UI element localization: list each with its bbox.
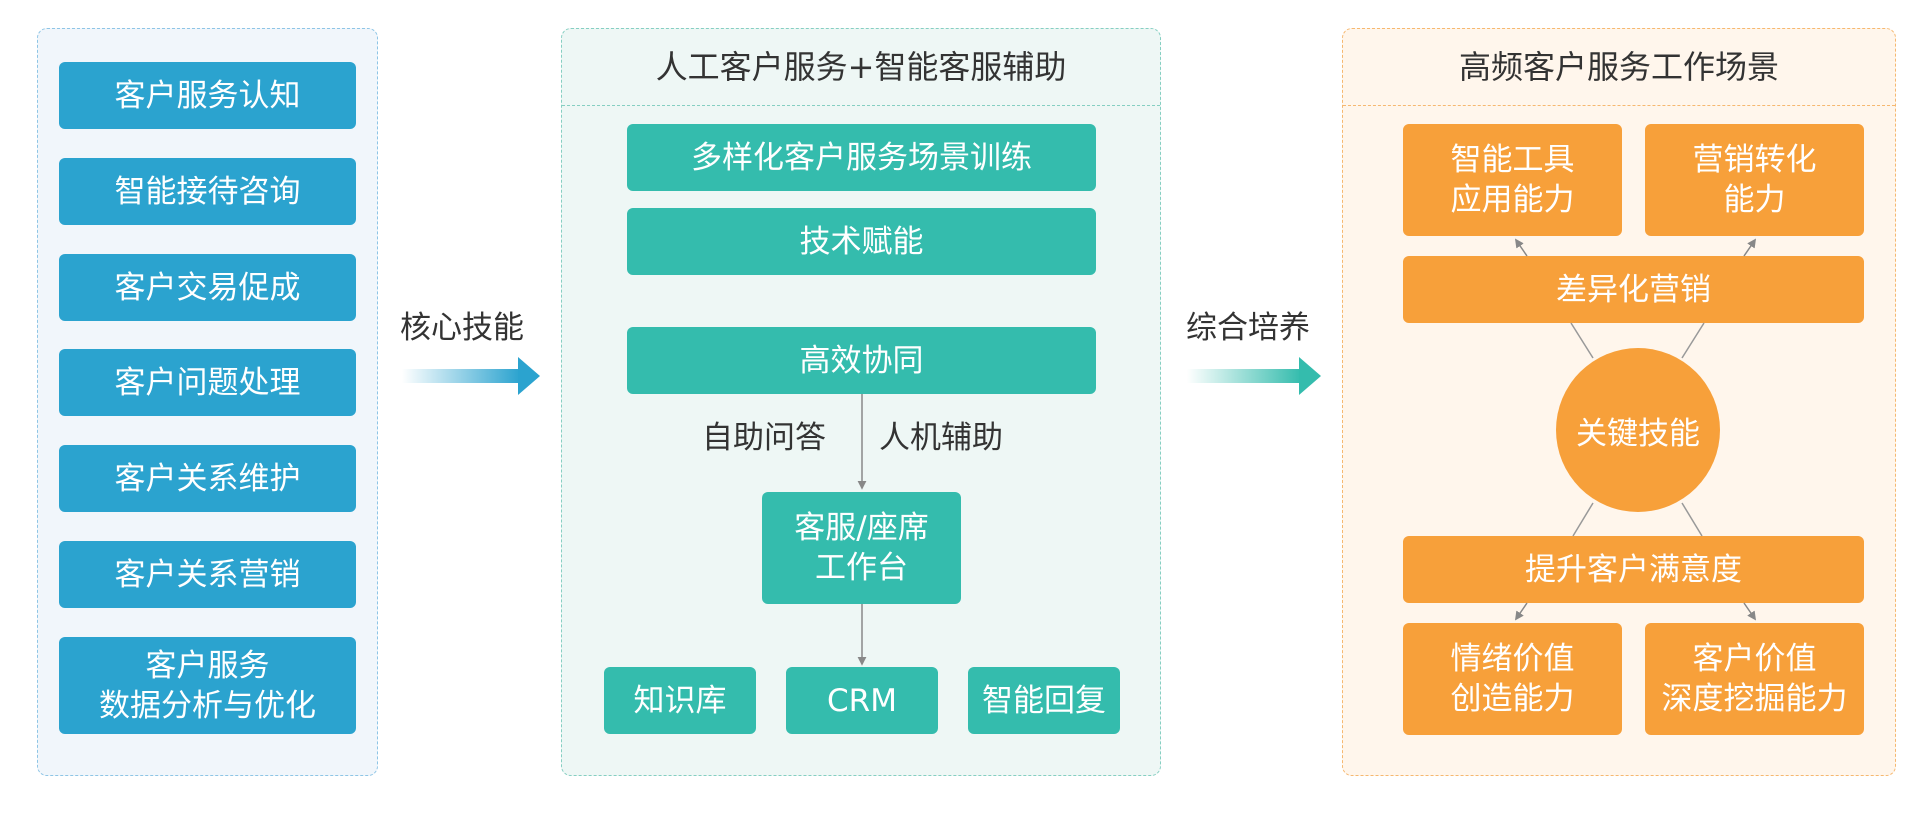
arrow-to-customer-value	[1743, 602, 1757, 621]
arrow-to-emotional-value	[1514, 602, 1528, 621]
right-header-divider	[1343, 105, 1895, 106]
emotional-value-box: 情绪价值 创造能力	[1403, 623, 1622, 735]
arrow-to-smart-tool	[1514, 238, 1528, 257]
hub-line-lower-right	[1681, 502, 1703, 537]
right-panel-title: 高频客户服务工作场景	[1458, 48, 1779, 86]
scenario-training-box: 多样化客户服务场景训练	[627, 124, 1096, 191]
hub-line-lower-left	[1572, 502, 1594, 537]
customer-satisfaction-bar: 提升客户满意度	[1403, 536, 1864, 603]
skill-relationship-maintenance: 客户关系维护	[59, 445, 356, 512]
key-skills-hub: 关键技能	[1556, 348, 1720, 512]
differentiated-marketing-bar: 差异化营销	[1403, 256, 1864, 323]
core-skills-label: 核心技能	[400, 310, 524, 346]
hub-line-upper-right	[1681, 322, 1705, 359]
skill-transaction-promotion: 客户交易促成	[59, 254, 356, 321]
agent-workstation-box: 客服/座席 工作台	[762, 492, 961, 604]
knowledge-base-box: 知识库	[604, 667, 756, 734]
core-skills-arrow	[402, 357, 540, 395]
human-machine-assist-label: 人机辅助	[879, 420, 1003, 456]
skill-smart-reception: 智能接待咨询	[59, 158, 356, 225]
comprehensive-training-label: 综合培养	[1186, 310, 1310, 346]
marketing-conversion-box: 营销转化 能力	[1645, 124, 1864, 236]
skill-problem-handling: 客户问题处理	[59, 349, 356, 416]
comprehensive-training-arrow	[1187, 357, 1321, 395]
hub-line-upper-left	[1570, 322, 1594, 359]
smart-reply-box: 智能回复	[968, 667, 1120, 734]
middle-panel-title: 人工客户服务+智能客服辅助	[655, 48, 1067, 86]
arrow-to-marketing-conversion	[1743, 238, 1757, 257]
skill-data-analysis: 客户服务 数据分析与优化	[59, 637, 356, 734]
skill-relationship-marketing: 客户关系营销	[59, 541, 356, 608]
crm-box: CRM	[786, 667, 938, 734]
tech-empowerment-box: 技术赋能	[627, 208, 1096, 275]
self-service-qa-label: 自助问答	[702, 420, 826, 456]
customer-value-mining-box: 客户价值 深度挖掘能力	[1645, 623, 1864, 735]
middle-header-divider	[562, 105, 1160, 106]
efficient-collaboration-box: 高效协同	[627, 327, 1096, 394]
skill-customer-service-awareness: 客户服务认知	[59, 62, 356, 129]
smart-tool-ability-box: 智能工具 应用能力	[1403, 124, 1622, 236]
